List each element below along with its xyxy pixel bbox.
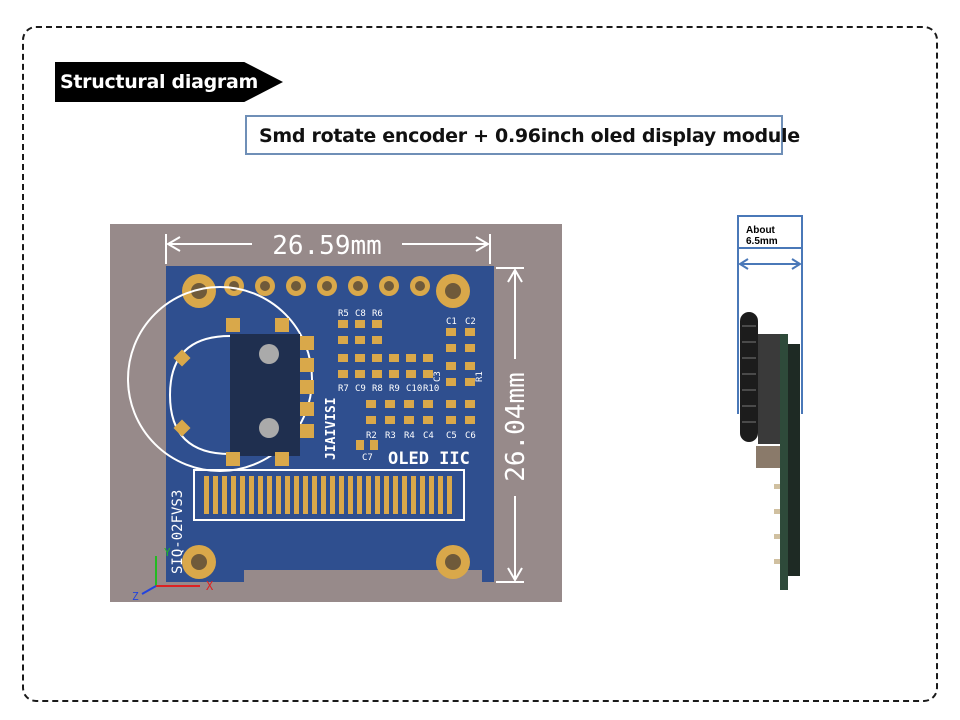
svg-text:C8: C8 [355, 309, 366, 319]
fpc-outline [193, 469, 465, 521]
encoder-body-side [758, 334, 780, 444]
dashed-frame [22, 26, 938, 702]
thickness-label-line1: About [746, 225, 776, 236]
display-side [788, 344, 800, 576]
component-labels: R5 C8 R6 C1 C2 R7 C9 R8 R9 C10 R10 C3 R1… [338, 309, 485, 463]
encoder-hole-top [259, 344, 279, 364]
height-dimension [496, 267, 524, 583]
solder-side [756, 446, 784, 468]
svg-text:C10: C10 [406, 384, 422, 394]
svg-text:R7: R7 [338, 384, 349, 394]
axis-indicator: Y X Z [132, 546, 214, 603]
svg-text:C5: C5 [446, 431, 457, 441]
svg-text:C2: C2 [465, 317, 476, 327]
fpc-contacts [204, 476, 452, 514]
svg-text:R8: R8 [372, 384, 383, 394]
svg-text:R9: R9 [389, 384, 400, 394]
svg-text:C3: C3 [433, 371, 443, 382]
side-view: About 6.5mm [730, 214, 820, 594]
svg-text:R10: R10 [423, 384, 439, 394]
thickness-label-box [737, 215, 803, 249]
title-box: Smd rotate encoder + 0.96inch oled displ… [245, 115, 800, 155]
side-view-svg: About 6.5mm [737, 215, 803, 590]
section-tag-label: Structural diagram [60, 71, 258, 93]
thickness-label-line2: 6.5mm [746, 236, 778, 247]
pcb-side [780, 334, 788, 590]
encoder-hole-bottom [259, 418, 279, 438]
svg-text:R6: R6 [372, 309, 383, 319]
encoder-knob-side [740, 312, 758, 442]
pcb-svg: 26.59mm 26.04mm [110, 224, 562, 603]
thickness-dimension [737, 248, 803, 414]
smd-pads [338, 320, 475, 450]
svg-text:C7: C7 [362, 453, 373, 463]
silk-part-number: SIQ-02FVS3 [170, 490, 186, 574]
svg-text:R1: R1 [475, 371, 485, 382]
svg-text:C6: C6 [465, 431, 476, 441]
svg-text:R4: R4 [404, 431, 415, 441]
width-label: 26.59mm [272, 231, 382, 261]
svg-text:Y: Y [164, 546, 171, 559]
section-tag: Structural diagram [55, 62, 283, 102]
pcb-top-view: 26.59mm 26.04mm [110, 224, 562, 603]
svg-text:R2: R2 [366, 431, 377, 441]
title-text: Smd rotate encoder + 0.96inch oled displ… [259, 125, 800, 147]
height-label: 26.04mm [501, 372, 531, 482]
silk-brand: JIAIVISI [324, 397, 339, 460]
silk-oled-label: OLED IIC [388, 449, 470, 469]
width-dimension [165, 234, 491, 264]
mount-holes [182, 274, 470, 579]
svg-text:C4: C4 [423, 431, 434, 441]
encoder-body-outline [168, 335, 279, 455]
svg-text:X: X [206, 579, 214, 593]
svg-text:R3: R3 [385, 431, 396, 441]
svg-text:C1: C1 [446, 317, 457, 327]
section-tag-arrow [55, 62, 283, 102]
svg-text:C9: C9 [355, 384, 366, 394]
svg-text:Z: Z [132, 590, 139, 602]
svg-text:R5: R5 [338, 309, 349, 319]
